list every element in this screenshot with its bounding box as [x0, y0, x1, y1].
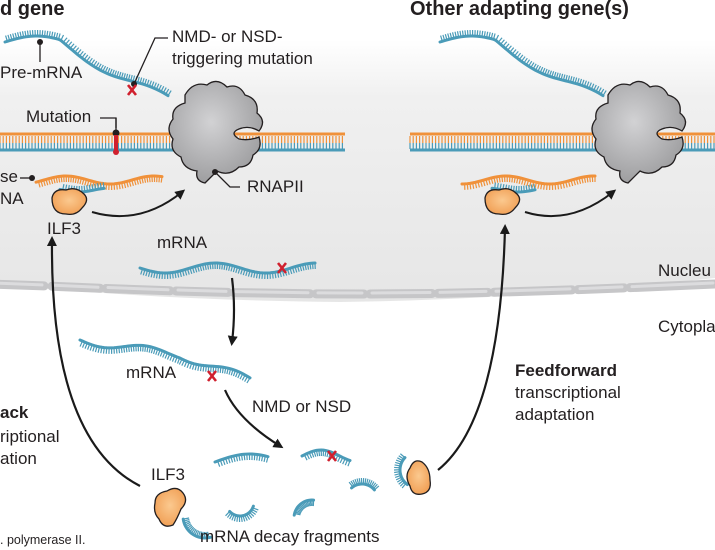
label-feedforward-3: adaptation — [515, 405, 595, 424]
membrane-highlight — [234, 290, 310, 295]
mutation-x-icon — [126, 84, 138, 96]
label-cytoplasm: Cytopla — [658, 317, 715, 336]
rna-backbone — [438, 34, 605, 98]
label-antisense-2: NA — [0, 189, 24, 208]
label-nmd-trigger-2: triggering mutation — [172, 49, 313, 68]
rna-backbone — [181, 517, 213, 540]
decay-fragment — [300, 448, 352, 467]
footnote: . polymerase II. — [0, 533, 86, 547]
decay-fragment — [292, 498, 316, 517]
arrow-mrna-export — [227, 277, 238, 346]
mutation-x-icon — [206, 370, 218, 382]
antisense-leader — [20, 175, 35, 181]
rna-backbone — [350, 482, 376, 492]
title-other-adapting-genes: Other adapting gene(s) — [410, 0, 629, 20]
rnapii-right — [591, 80, 687, 184]
decay-fragment — [213, 452, 270, 467]
rna-backbone — [398, 456, 409, 487]
ilf3-protein-bottom-left — [153, 487, 187, 527]
membrane-highlight — [106, 285, 170, 292]
label-ilf3-top: ILF3 — [47, 219, 82, 238]
antisense-rna-right — [460, 174, 597, 191]
rna-backbone — [292, 498, 316, 517]
rna-backbone — [213, 452, 270, 464]
rnapii-leader — [212, 169, 240, 188]
nucleus-region — [0, 40, 715, 302]
label-mrna-nucleus: mRNA — [157, 233, 208, 252]
rna-backbone — [34, 174, 164, 186]
decay-fragment — [181, 517, 213, 540]
mutation-x-icon — [326, 450, 338, 462]
dna-mutation-marker — [100, 117, 120, 155]
mrna-nuclear — [138, 261, 317, 280]
mutation-x-icon — [276, 262, 288, 274]
label-nucleus: Nucleu — [658, 261, 711, 280]
label-feedforward-1: Feedforward — [515, 361, 618, 380]
arrow-feedforward — [437, 224, 510, 471]
membrane-highlight — [630, 281, 715, 289]
label-feedback-2: riptional — [0, 427, 60, 446]
decay-fragment — [225, 504, 259, 523]
arrow-nmd-decay — [223, 389, 284, 449]
rna-backbone — [78, 338, 252, 380]
membrane-highlight — [438, 289, 488, 294]
membrane-highlight — [52, 283, 100, 289]
arrow-ilf3-to-rnapii-left — [91, 189, 186, 218]
arrow-feedback — [46, 236, 141, 487]
label-nmd-trigger-1: NMD- or NSD- — [172, 27, 283, 46]
label-mutation: Mutation — [26, 107, 92, 126]
label-ilf3-bottom: ILF3 — [151, 465, 186, 484]
rnapii-left — [168, 80, 264, 184]
rna-backbone — [300, 448, 352, 463]
label-feedforward-2: transcriptional — [515, 383, 621, 402]
ilf3-protein-top-right — [484, 188, 521, 216]
rna-backbone — [3, 34, 170, 98]
nuclear-membrane — [0, 279, 715, 299]
label-rnapii: RNAPII — [247, 177, 304, 196]
label-mrna-cytoplasm: mRNA — [126, 363, 177, 382]
membrane-highlight — [176, 288, 228, 293]
membrane-highlight — [0, 281, 44, 287]
label-feedback-3: ation — [0, 449, 37, 468]
antisense-rna-left — [34, 174, 164, 191]
label-pre-mrna: Pre-mRNA — [0, 63, 83, 82]
label-feedback-1: ack — [0, 403, 29, 422]
label-decay-fragments: mRNA decay fragments — [200, 527, 380, 546]
pre-mrna-leader — [37, 39, 43, 62]
rna-backbone — [138, 261, 317, 275]
decay-fragment — [348, 477, 380, 492]
label-antisense-1: se — [0, 167, 18, 186]
label-nmd-or-nsd: NMD or NSD — [252, 397, 352, 416]
pre-mrna-left — [3, 29, 172, 98]
title-left-gene: d gene — [0, 0, 65, 20]
rna-backbone — [228, 504, 255, 518]
arrow-ilf3-to-rnapii-right — [524, 189, 617, 218]
rna-strands — [3, 29, 607, 540]
membrane-highlight — [494, 287, 572, 293]
decay-fragment — [393, 453, 409, 489]
rna-backbone — [460, 174, 597, 186]
ilf3-protein-bottom-right — [406, 460, 431, 495]
ilf3-protein-top-left — [51, 188, 88, 216]
pre-mrna-right — [438, 29, 607, 98]
mrna-cytoplasmic — [78, 338, 252, 384]
membrane-highlight — [370, 290, 432, 295]
membrane-highlight — [578, 285, 624, 291]
mutation-x-marks — [126, 84, 338, 462]
